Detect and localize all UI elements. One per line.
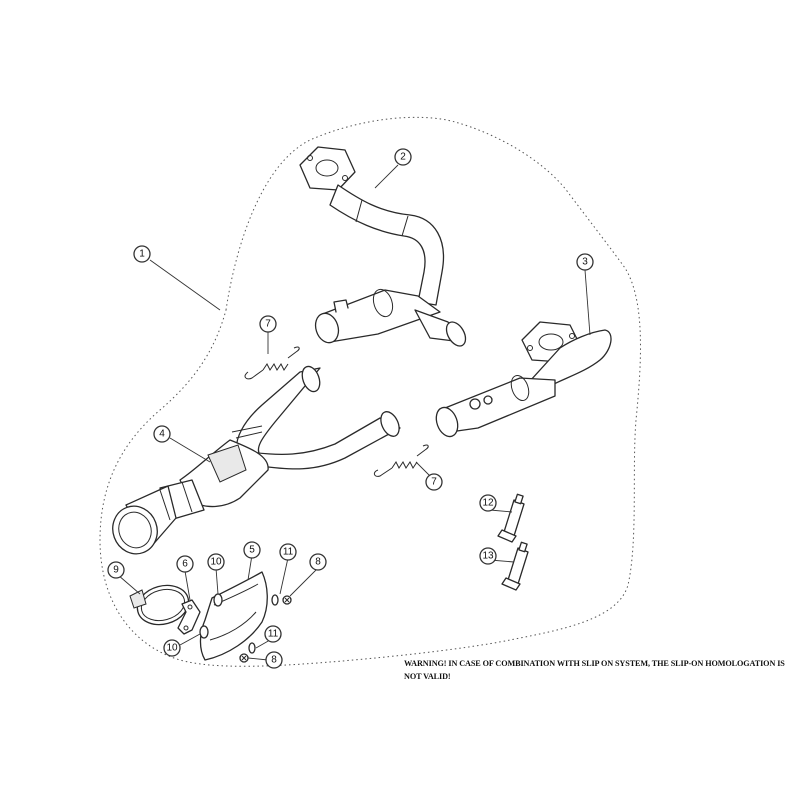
svg-text:10: 10 — [210, 557, 222, 568]
spring-upper — [244, 346, 300, 380]
svg-text:6: 6 — [182, 559, 188, 570]
washer-11a — [271, 594, 279, 606]
svg-text:5: 5 — [249, 545, 255, 556]
svg-text:7: 7 — [431, 477, 437, 488]
paste-tube-12 — [497, 493, 525, 543]
svg-text:4: 4 — [159, 429, 165, 440]
svg-text:7: 7 — [265, 319, 271, 330]
callout-7a: 7 — [259, 315, 277, 333]
callout-9: 9 — [107, 561, 125, 579]
screw-8b — [239, 653, 249, 663]
assembly-boundary — [99, 116, 641, 667]
svg-text:10: 10 — [166, 643, 178, 654]
callout-10b: 10 — [163, 639, 181, 657]
callout-11b: 11 — [264, 625, 282, 643]
spring-lower — [373, 444, 429, 477]
svg-text:8: 8 — [315, 557, 321, 568]
svg-text:11: 11 — [268, 629, 279, 640]
callout-4: 4 — [153, 425, 171, 443]
callout-10a: 10 — [207, 553, 225, 571]
rubber-grommet-10b — [199, 625, 209, 639]
callout-5: 5 — [243, 541, 261, 559]
washer-11b — [248, 642, 256, 654]
rubber-grommet-10a — [213, 593, 223, 607]
callout-7b: 7 — [425, 473, 443, 491]
collector-pipe — [112, 365, 401, 555]
callout-6: 6 — [176, 555, 194, 573]
heat-shield — [199, 571, 268, 661]
paste-tube-13 — [501, 541, 529, 591]
screw-8a — [282, 595, 292, 605]
svg-text:9: 9 — [113, 565, 119, 576]
header-pipe-front — [299, 146, 467, 347]
svg-text:11: 11 — [283, 547, 294, 558]
callout-12: 12 — [479, 494, 497, 512]
warning-note: WARNING! IN CASE OF COMBINATION WITH SLI… — [404, 659, 785, 681]
callout-1: 1 — [133, 245, 151, 263]
callout-8a: 8 — [309, 553, 327, 571]
svg-text:1: 1 — [139, 249, 145, 260]
svg-text:13: 13 — [482, 551, 494, 562]
clamp — [129, 584, 190, 626]
callout-3: 3 — [576, 253, 594, 271]
callout-11a: 11 — [279, 543, 297, 561]
header-pipe-rear — [435, 321, 612, 438]
callout-8b: 8 — [265, 651, 283, 669]
callout-13: 13 — [479, 547, 497, 565]
svg-text:8: 8 — [271, 655, 277, 666]
svg-text:2: 2 — [400, 152, 406, 163]
svg-text:12: 12 — [482, 498, 494, 509]
bracket — [177, 599, 201, 635]
svg-text:3: 3 — [582, 257, 588, 268]
callout-2: 2 — [394, 148, 412, 166]
